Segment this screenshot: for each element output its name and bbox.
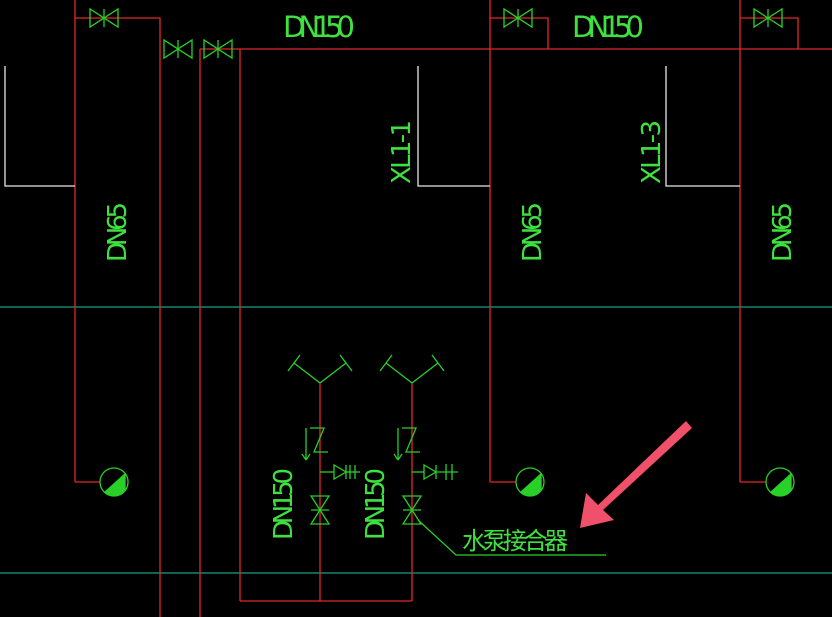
riser-2-label: DN65	[518, 202, 548, 262]
gate-valve-icon	[163, 38, 193, 60]
grid-lines	[0, 306, 832, 574]
pressure-gauge-icon	[99, 467, 129, 497]
safety-valve-icon	[412, 463, 458, 481]
pressure-gauges	[99, 467, 795, 497]
loop-outline-right	[665, 66, 740, 187]
check-valve-icon	[301, 427, 328, 461]
callout-leader-line	[417, 519, 606, 556]
pressure-gauge-icon	[765, 467, 795, 497]
check-valve-icon	[393, 427, 420, 461]
gate-valve-icon	[309, 495, 331, 525]
gate-valve-icon	[203, 38, 233, 60]
callout-label: 水泵接合器	[462, 527, 568, 555]
pressure-gauge-icon	[515, 467, 545, 497]
gate-valve-icon	[753, 7, 783, 29]
connector-pipe-label-2: DN150	[361, 468, 391, 540]
pipe-network	[74, 0, 832, 617]
gate-valve-icon	[401, 495, 423, 525]
siamese-connection-icon	[379, 354, 445, 384]
riser-id-label-3: XL1-3	[637, 120, 667, 184]
header-stub-right	[739, 0, 799, 49]
gate-valve-icon	[503, 7, 533, 29]
riser-3-label: DN65	[768, 202, 798, 262]
loop-outline-mid	[417, 66, 490, 187]
connector-pipe-label-1: DN150	[269, 468, 299, 540]
callout-arrow-icon	[580, 421, 692, 528]
riser-id-label-1: XL1-1	[387, 120, 417, 184]
gate-valves	[89, 7, 783, 60]
loop-outline-left	[4, 66, 75, 187]
main-pipe-label-right: DN150	[572, 10, 644, 44]
pump-connector-2	[379, 354, 458, 525]
header-stub-mid	[489, 0, 549, 49]
pump-connector-1	[287, 354, 360, 525]
siamese-connection-icon	[287, 354, 353, 384]
callout-leader	[417, 519, 606, 556]
main-pipe-label-left: DN150	[283, 10, 355, 44]
riser-1-label: DN65	[103, 202, 133, 262]
labels: DN150 DN150 DN65 DN65 DN65 XL1-1 XL1-3 D…	[103, 10, 798, 555]
safety-valve-icon	[320, 463, 360, 481]
loop-outlines	[4, 66, 740, 187]
gate-valve-icon	[89, 7, 119, 29]
